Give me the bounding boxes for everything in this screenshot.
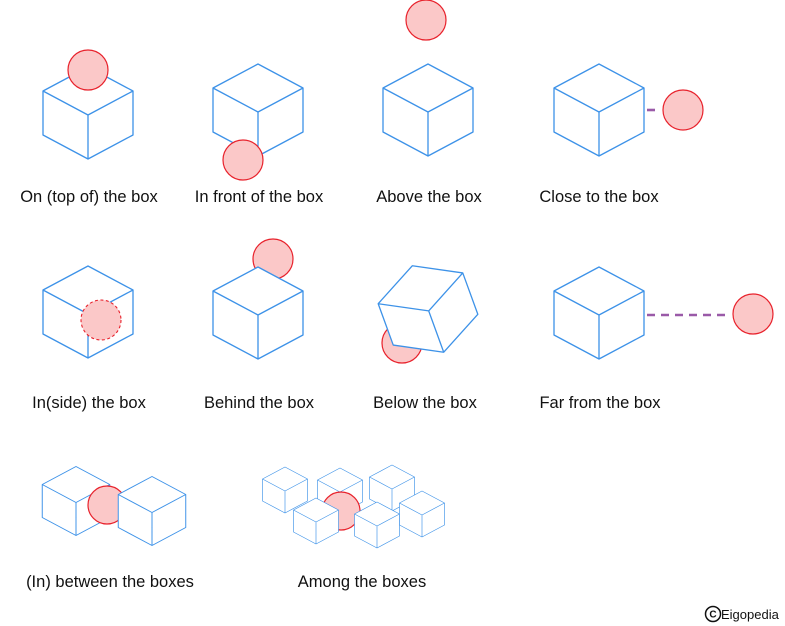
box [399,490,445,538]
box [382,63,474,157]
panel-in-front: In front of the box [195,63,324,206]
label-behind: Behind the box [204,394,315,412]
box [293,497,339,545]
box [262,466,308,514]
ball [662,89,704,131]
copyright-symbol: C [709,610,716,621]
box [212,266,304,360]
box [553,63,645,157]
copyright-icon [704,605,722,623]
panel-inside: In(side) the box [32,265,147,412]
box-right [117,476,187,546]
label-above: Above the box [376,188,482,206]
panel-below: Below the box [373,265,479,412]
panel-behind: Behind the box [204,238,315,412]
ball [405,0,447,41]
box [212,63,304,157]
ball [732,293,774,335]
panel-among: Among the boxes [262,464,445,591]
box-tilted [377,265,479,353]
label-close-to: Close to the box [539,188,659,206]
label-inside: In(side) the box [32,394,146,412]
box [354,501,400,549]
label-below: Below the box [373,394,477,412]
label-in-front: In front of the box [195,188,324,206]
box [42,66,134,160]
credit-text: Eigopedia [721,607,780,622]
ball-inside [80,299,122,341]
panel-on-top: On (top of) the box [20,49,159,206]
credit: C Eigopedia [704,605,780,623]
ball [67,49,109,91]
box [553,266,645,360]
ball [222,139,264,181]
label-among: Among the boxes [298,573,426,591]
label-far-from: Far from the box [539,394,661,412]
label-on-top: On (top of) the box [20,188,158,206]
panel-far-from: Far from the box [539,266,774,412]
panel-above: Above the box [376,0,482,206]
panel-between: (In) between the boxes [26,466,194,591]
panel-close-to: Close to the box [539,63,704,206]
label-between: (In) between the boxes [26,573,194,591]
